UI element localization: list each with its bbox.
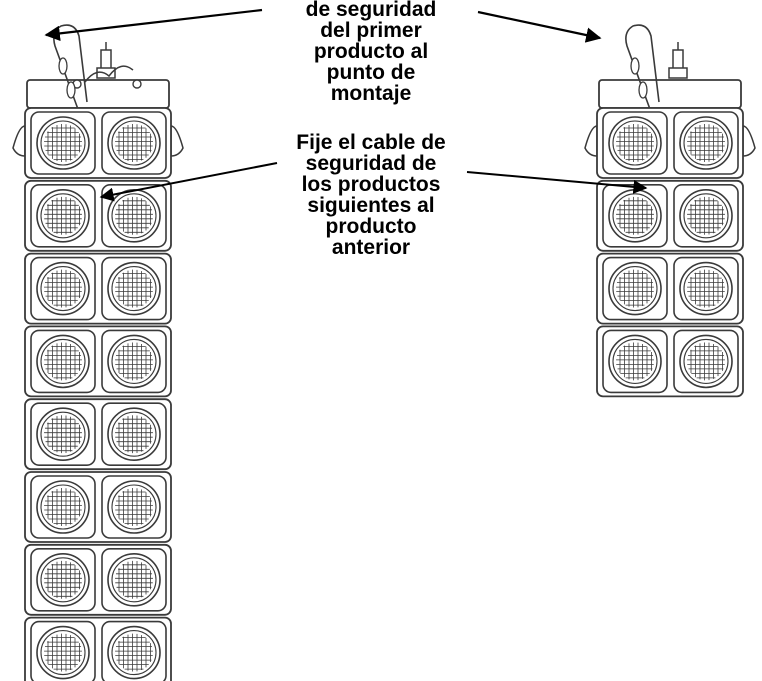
safety-cable <box>53 24 88 113</box>
fixture-unit <box>596 252 744 325</box>
arrow-bottom-right <box>466 171 648 194</box>
lens-icon <box>602 256 668 321</box>
fixture-unit <box>24 616 172 681</box>
callout-bottom-line: anterior <box>331 236 411 259</box>
lens-icon <box>30 402 96 467</box>
fixture-unit <box>24 325 172 398</box>
lens-icon <box>30 329 96 394</box>
fixture-unit <box>596 325 744 398</box>
lens-icon <box>101 329 167 394</box>
safety-cable <box>625 24 660 113</box>
lens-icon <box>30 547 96 612</box>
left-fixture-stack <box>12 24 184 681</box>
lens-icon <box>673 184 739 248</box>
lens-icon <box>101 111 167 175</box>
callout-top-line: montaje <box>330 82 412 105</box>
callout-primary-safety-cable: de seguridad del primer producto al punt… <box>241 0 501 104</box>
arrow-bottom-left <box>99 162 278 202</box>
callout-top-line: del primer <box>320 19 422 42</box>
callout-bottom-line: los productos <box>301 173 441 196</box>
lens-icon <box>101 256 167 321</box>
arrow-top-right <box>477 10 602 43</box>
lens-icon <box>101 620 167 681</box>
lens-icon <box>101 402 167 467</box>
callout-top-line: producto al <box>313 40 429 63</box>
lens-icon <box>101 475 167 539</box>
fixture-unit <box>24 398 172 471</box>
fixture-unit <box>24 252 172 325</box>
lens-icon <box>30 111 96 175</box>
callout-bottom-line: siguientes al <box>307 194 435 217</box>
arrow-top-left <box>44 8 263 42</box>
lens-icon <box>602 184 668 248</box>
lens-icon <box>30 475 96 539</box>
fixture-unit <box>24 543 172 616</box>
lens-icon <box>673 111 739 175</box>
callout-top-line: de seguridad <box>305 0 437 21</box>
lens-icon <box>30 184 96 248</box>
lens-icon <box>101 547 167 612</box>
callout-top-line: punto de <box>326 61 416 84</box>
lens-icon <box>101 184 167 248</box>
mounting-bracket <box>12 42 184 157</box>
fixture-unit <box>24 179 172 252</box>
fixture-unit <box>596 107 744 179</box>
fixture-unit <box>24 471 172 543</box>
lens-icon <box>30 256 96 321</box>
lens-icon <box>602 111 668 175</box>
callout-bottom-line: producto <box>325 215 417 238</box>
lens-icon <box>30 620 96 681</box>
lens-icon <box>602 329 668 394</box>
right-fixture-stack <box>584 24 756 398</box>
fixture-unit <box>596 179 744 252</box>
callout-bottom-line: seguridad de <box>305 152 437 175</box>
lens-icon <box>673 256 739 321</box>
callout-bottom-line: Fije el cable de <box>296 131 446 154</box>
lens-icon <box>673 329 739 394</box>
fixture-unit <box>24 107 172 179</box>
callout-secondary-safety-cable: Fije el cable de seguridad de los produc… <box>241 132 501 258</box>
